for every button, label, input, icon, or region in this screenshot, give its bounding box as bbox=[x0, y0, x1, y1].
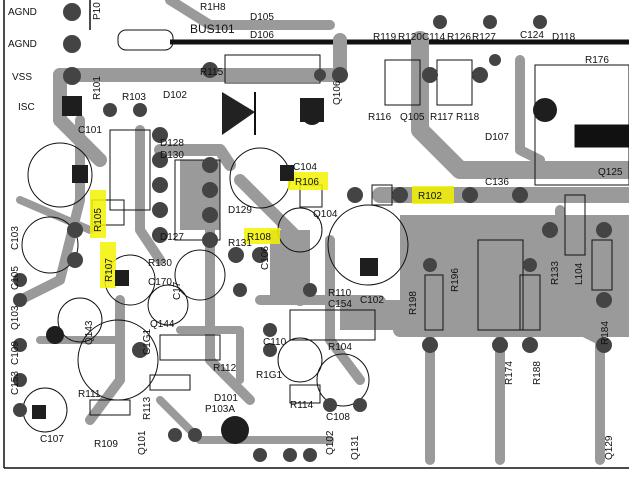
label-p10: P10 bbox=[92, 2, 103, 20]
label-q105: Q105 bbox=[400, 112, 425, 123]
label-r120: R120 bbox=[398, 32, 422, 43]
component-outlines bbox=[89, 29, 629, 416]
label-bus101: BUS101 bbox=[190, 22, 235, 36]
label-r127: R127 bbox=[472, 32, 496, 43]
highlight-r102 bbox=[412, 186, 454, 204]
label-q144: Q144 bbox=[150, 319, 175, 330]
label-r133: R133 bbox=[550, 261, 561, 285]
label-r103: R103 bbox=[122, 92, 146, 103]
label-c106: C106 bbox=[260, 246, 271, 270]
label-agnd1: AGND bbox=[8, 7, 37, 18]
label-d102: D102 bbox=[163, 90, 187, 101]
label-q106: Q106 bbox=[332, 80, 343, 105]
label-c114: C114 bbox=[422, 32, 446, 43]
label-r114: R114 bbox=[290, 400, 314, 411]
label-d101: D101 bbox=[214, 393, 238, 404]
label-r105: R105 bbox=[93, 208, 104, 232]
label-d127: D127 bbox=[160, 232, 184, 243]
pads bbox=[13, 3, 612, 462]
label-r101: R101 bbox=[92, 76, 103, 100]
label-d107: D107 bbox=[485, 132, 509, 143]
label-q103: Q103 bbox=[10, 305, 21, 330]
label-r174: R174 bbox=[504, 361, 515, 385]
label-c105: C105 bbox=[10, 266, 21, 290]
label-d118: D118 bbox=[552, 32, 576, 43]
label-r115: R115 bbox=[200, 67, 224, 78]
label-q102: Q102 bbox=[325, 430, 336, 455]
component-labels: AGND AGND VSS ISC P10 BUS101 R1H8 D105 D… bbox=[8, 2, 623, 460]
label-d128: D128 bbox=[160, 138, 184, 149]
label-r196: R196 bbox=[450, 268, 461, 292]
label-r176: R176 bbox=[585, 55, 609, 66]
label-q104: Q104 bbox=[313, 209, 338, 220]
label-c124: C124 bbox=[520, 30, 544, 41]
label-vss: VSS bbox=[12, 72, 32, 83]
highlights bbox=[90, 172, 454, 288]
label-r131: R131 bbox=[228, 238, 252, 249]
label-d130: D130 bbox=[160, 150, 184, 161]
label-r130: R130 bbox=[148, 258, 172, 269]
label-isc: ISC bbox=[18, 102, 35, 113]
label-q131: Q131 bbox=[350, 435, 361, 460]
label-r111: R111 bbox=[78, 389, 101, 400]
label-r126: R126 bbox=[447, 32, 471, 43]
label-r112: R112 bbox=[213, 363, 237, 374]
label-d106: D106 bbox=[250, 30, 274, 41]
label-q143: Q143 bbox=[84, 320, 95, 345]
label-c107: C107 bbox=[40, 434, 64, 445]
label-r119: R119 bbox=[373, 32, 397, 43]
label-r116: R116 bbox=[368, 112, 392, 123]
label-c153: C153 bbox=[10, 371, 21, 395]
board-edges bbox=[3, 0, 629, 469]
label-r107: R107 bbox=[104, 258, 115, 282]
label-c17: C17 bbox=[172, 281, 183, 300]
label-r110: R110 bbox=[328, 288, 352, 299]
highlight-r105 bbox=[90, 190, 106, 238]
label-d129: D129 bbox=[228, 205, 252, 216]
label-c109: C109 bbox=[10, 341, 21, 365]
label-r188: R188 bbox=[532, 361, 543, 385]
label-r1h8: R1H8 bbox=[200, 2, 226, 13]
label-r102: R102 bbox=[418, 191, 442, 202]
label-c110: C110 bbox=[263, 337, 287, 348]
label-r198: R198 bbox=[408, 291, 419, 315]
label-c136: C136 bbox=[485, 177, 509, 188]
label-r118: R118 bbox=[456, 112, 480, 123]
label-c104: C104 bbox=[293, 162, 317, 173]
label-c103: C103 bbox=[10, 226, 21, 250]
label-r184: R184 bbox=[600, 321, 611, 345]
label-r113: R113 bbox=[142, 396, 153, 420]
label-agnd2: AGND bbox=[8, 39, 37, 50]
label-c154: C154 bbox=[328, 299, 352, 310]
label-c102: C102 bbox=[360, 295, 384, 306]
diode-d102 bbox=[222, 92, 256, 135]
label-l104: L104 bbox=[574, 262, 585, 285]
highlight-r106 bbox=[288, 172, 328, 190]
label-c1g1: C1G1 bbox=[142, 328, 153, 355]
highlight-r107 bbox=[100, 242, 116, 288]
label-c170: C170 bbox=[148, 277, 172, 288]
label-c101: C101 bbox=[78, 125, 102, 136]
label-r117: R117 bbox=[430, 112, 454, 123]
label-d105: D105 bbox=[250, 12, 274, 23]
label-p103a: P103A bbox=[205, 404, 235, 415]
label-r1g1: R1G1 bbox=[256, 370, 283, 381]
highlight-r108 bbox=[244, 228, 280, 244]
label-r106: R106 bbox=[295, 177, 319, 188]
label-q129: Q129 bbox=[604, 435, 615, 460]
copper-planes bbox=[180, 160, 629, 330]
label-r104: R104 bbox=[328, 342, 352, 353]
label-c108: C108 bbox=[326, 412, 350, 423]
label-q125: Q125 bbox=[598, 167, 623, 178]
label-r109: R109 bbox=[94, 439, 118, 450]
label-r108: R108 bbox=[247, 232, 271, 243]
label-q101: Q101 bbox=[137, 430, 148, 455]
